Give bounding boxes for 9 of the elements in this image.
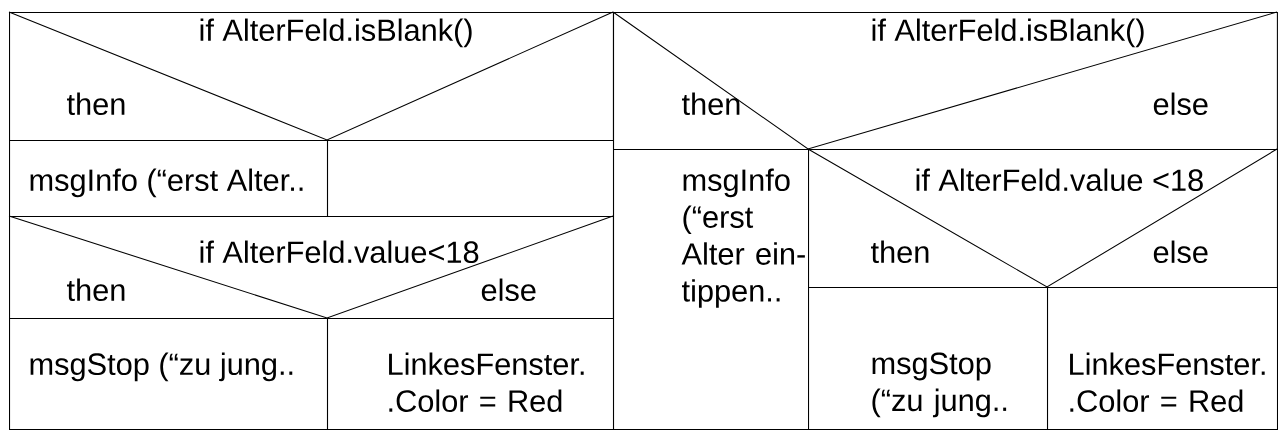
statement-cell: msgInfo (“erst Alter ein-tippen..: [613, 149, 810, 430]
statement-cell: msgInfo (“erst Alter..: [9, 140, 328, 218]
statement-cell: LinkesFenster. .Color = Red: [327, 318, 614, 430]
statement-cell: msgStop (“zu jung..: [808, 287, 1048, 430]
empty-cell: [327, 140, 614, 218]
decision-block: if AlterFeld.value<18 then else: [8, 215, 614, 320]
statement-cell: msgStop (“zu jung..: [9, 318, 328, 430]
decision-block: if AlterFeld.value <18 then else: [807, 148, 1278, 289]
statement-cell: LinkesFenster. .Color = Red: [1047, 287, 1279, 430]
